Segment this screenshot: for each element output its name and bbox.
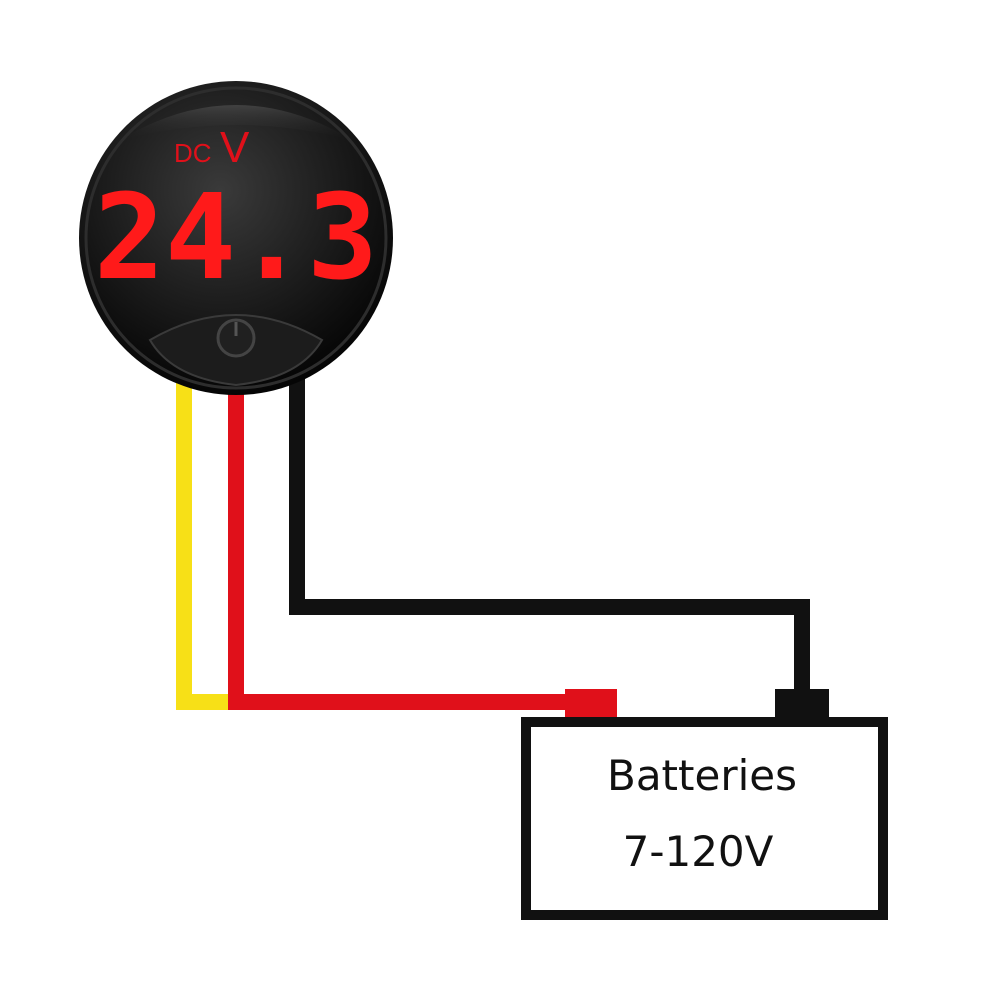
battery-positive-terminal [565, 689, 617, 717]
voltage-reading: 24.3 [94, 168, 378, 306]
voltmeter-body [79, 81, 393, 395]
unit-label: V [220, 123, 250, 172]
wire-group [176, 375, 810, 710]
mode-label: DC [174, 138, 212, 168]
red-wire [228, 380, 570, 710]
yellow-wire [176, 380, 232, 710]
power-button-icon[interactable] [216, 318, 256, 358]
battery-negative-terminal [775, 689, 829, 717]
voltmeter-glass-highlight [120, 105, 352, 140]
battery-label: Batteries [607, 751, 797, 800]
voltmeter-bezel [84, 86, 388, 390]
battery-voltage-range: 7-120V [623, 827, 774, 876]
black-wire [289, 375, 810, 695]
voltmeter: DC V 24.3 [79, 81, 393, 395]
battery-box [521, 717, 888, 920]
